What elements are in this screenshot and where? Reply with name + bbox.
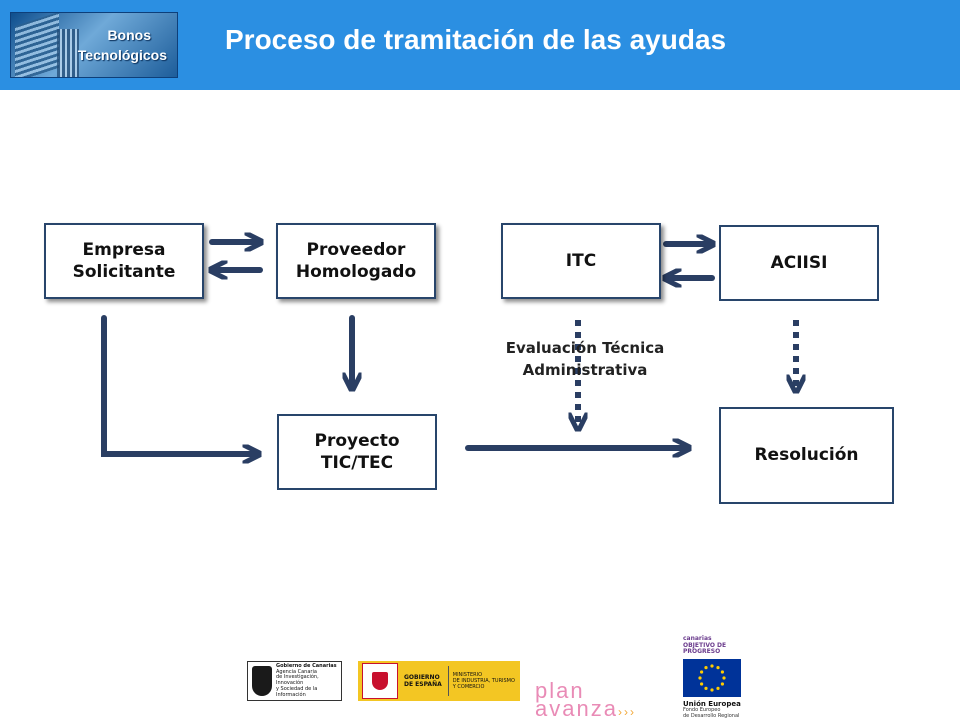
node-empresa-label: Empresa Solicitante — [72, 239, 176, 282]
ministerio-text: MINISTERIO DE INDUSTRIA, TURISMO Y COMER… — [452, 672, 515, 690]
node-aciisi-label: ACIISI — [770, 252, 828, 273]
node-proveedor-label: Proveedor Homologado — [295, 239, 417, 282]
gobierno-espana-text: GOBIERNO DE ESPAÑA — [404, 673, 442, 688]
evaluation-label: Evaluación Técnica Administrativa — [505, 339, 665, 379]
gobierno-canarias-name: Gobierno de Canarias — [276, 662, 337, 669]
logo-divider — [447, 666, 449, 696]
bonos-tecnologicos-logo: Bonos Tecnológicos — [10, 12, 178, 78]
union-europea-logo: canarias OBJETIVO DE PROGRESO Unión Euro… — [683, 635, 757, 720]
logo-text-line2: Tecnológicos — [77, 47, 167, 63]
eu-stars-icon — [698, 664, 726, 692]
header-bar: Bonos Tecnológicos Proceso de tramitació… — [0, 0, 960, 90]
node-proveedor-homologado: Proveedor Homologado — [276, 223, 436, 299]
arrow-empresa-to-proyecto — [101, 315, 254, 454]
page-title: Proceso de tramitación de las ayudas — [225, 24, 727, 55]
node-aciisi: ACIISI — [719, 225, 879, 301]
node-itc-label: ITC — [565, 250, 597, 271]
canarias-objetivo-text: canarias OBJETIVO DE PROGRESO — [683, 635, 727, 656]
node-proyecto: Proyecto TIC/TEC — [277, 414, 437, 490]
node-empresa-solicitante: Empresa Solicitante — [44, 223, 204, 299]
spain-coat-of-arms-icon — [362, 663, 398, 699]
fondo-europeo-text: Fondo Europeo de Desarrollo Regional — [683, 706, 740, 719]
gobierno-canarias-agency: Agencia Canaria de Investigación, Innova… — [276, 668, 319, 698]
plan-avanza-text: plan avanza — [535, 677, 618, 721]
eu-flag-icon — [683, 658, 741, 697]
plan-avanza-logo: plan avanza››› — [535, 663, 667, 720]
canarias-shield-icon — [252, 666, 272, 696]
node-proyecto-label: Proyecto TIC/TEC — [314, 430, 400, 473]
plan-avanza-chevrons: ››› — [617, 705, 636, 720]
building-graphic-2 — [57, 29, 79, 77]
node-resolucion-label: Resolución — [754, 445, 859, 466]
gobierno-canarias-logo: Gobierno de Canarias Agencia Canaria de … — [247, 661, 342, 701]
gobierno-espana-logo: GOBIERNO DE ESPAÑA MINISTERIO DE INDUSTR… — [358, 661, 520, 701]
node-itc: ITC — [501, 223, 661, 299]
union-europea-text: Unión Europea — [683, 699, 741, 708]
node-resolucion: Resolución — [719, 407, 894, 504]
gobierno-canarias-text: Gobierno de Canarias Agencia Canaria de … — [272, 662, 341, 699]
logo-text-line1: Bonos — [107, 27, 151, 43]
